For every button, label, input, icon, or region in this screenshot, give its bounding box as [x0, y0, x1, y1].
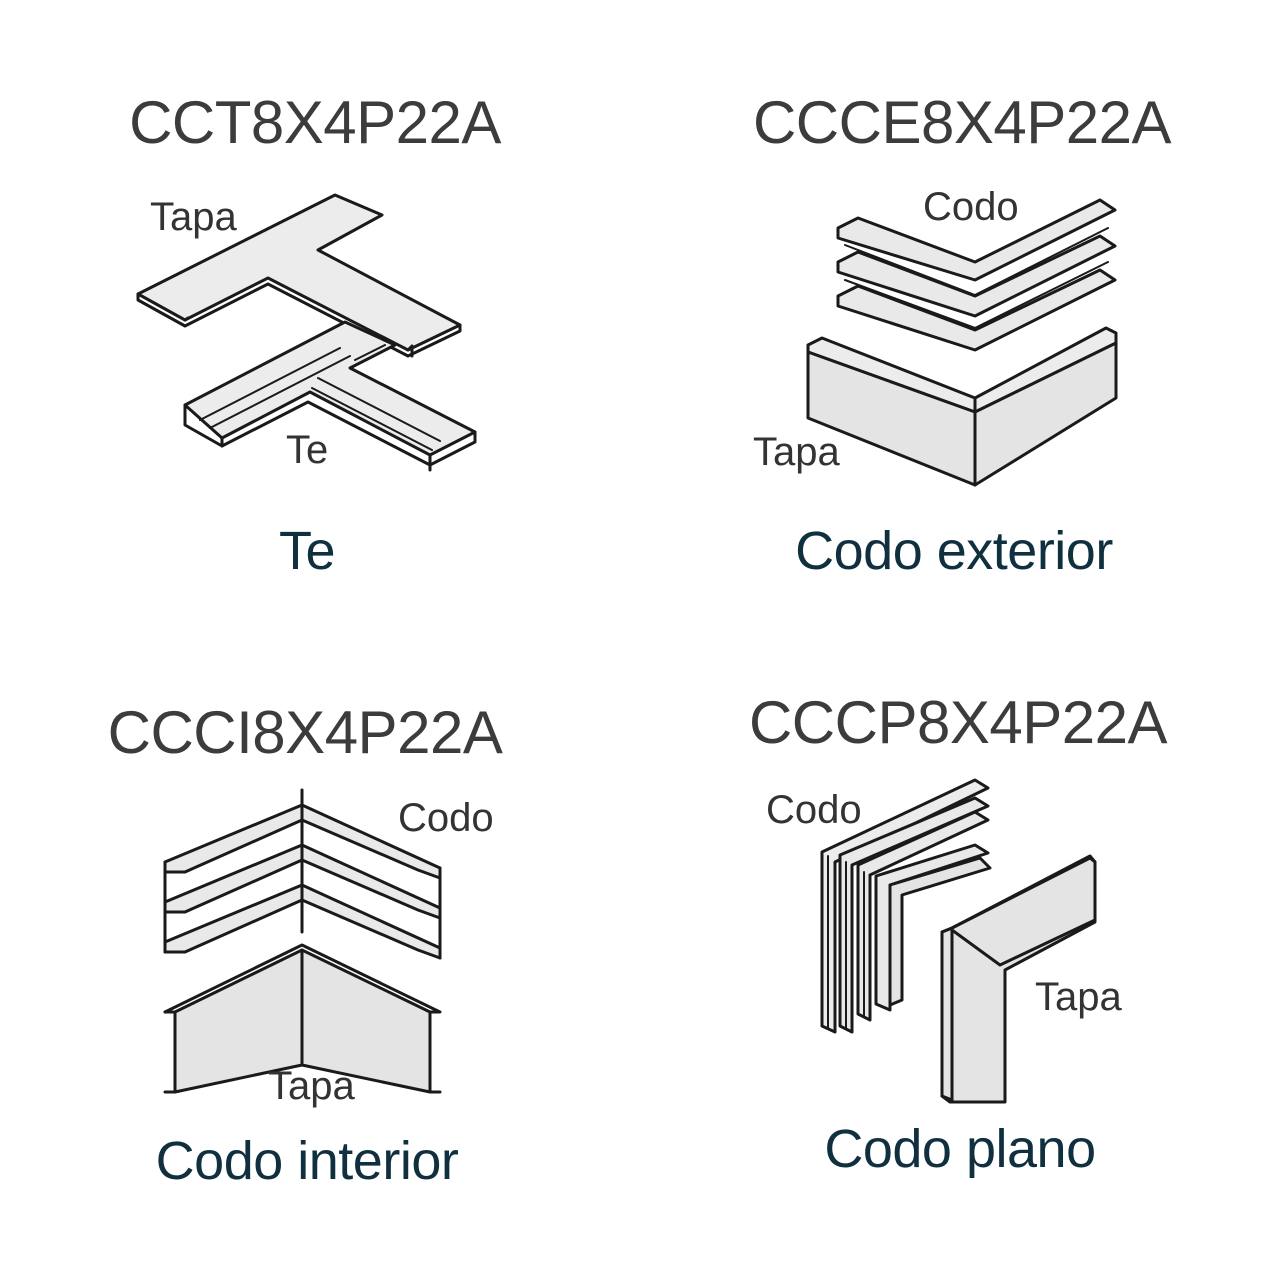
product-name: Te	[278, 521, 336, 581]
label-codo: Codo	[923, 185, 1019, 229]
panel-codo-plano: CCCP8X4P22A Codo Tapa Codo plano	[640, 640, 1280, 1280]
codo-plano-drawing	[820, 778, 1097, 1104]
product-code: CCCI8X4P22A	[107, 699, 503, 766]
te-body	[183, 320, 477, 457]
te-drawing	[136, 193, 477, 472]
elbow-strip-1	[838, 796, 990, 1034]
product-name: Codo exterior	[795, 521, 1113, 581]
codo-interior-drawing	[163, 788, 442, 1094]
codo-exterior-drawing	[806, 198, 1118, 487]
product-name: Codo plano	[824, 1119, 1096, 1179]
label-te: Te	[286, 428, 329, 472]
elbow-rib-low	[836, 268, 1117, 352]
label-codo: Codo	[398, 796, 494, 840]
panel-codo-interior: CCCI8X4P22A Codo Tapa Codo interior	[0, 640, 640, 1280]
panel-te: CCT8X4P22A Tapa Te Te	[0, 0, 640, 640]
product-code: CCCP8X4P22A	[748, 689, 1168, 756]
elbow-strip-2	[856, 810, 990, 1022]
label-tapa: Tapa	[150, 195, 237, 239]
elbow-inner	[888, 856, 992, 1007]
product-name: Codo interior	[155, 1131, 459, 1191]
elbow-outer	[820, 778, 990, 1034]
elbow-rib-top	[836, 198, 1117, 282]
label-tapa: Tapa	[1035, 975, 1122, 1019]
product-code: CCT8X4P22A	[129, 89, 501, 156]
label-codo: Codo	[766, 788, 862, 832]
panel-codo-exterior: CCCE8X4P22A Codo Tapa Codo exterior	[640, 0, 1280, 640]
elbow-rib-mid	[836, 234, 1117, 318]
label-tapa: Tapa	[268, 1064, 355, 1108]
product-code: CCCE8X4P22A	[752, 89, 1172, 156]
label-tapa: Tapa	[753, 430, 840, 474]
